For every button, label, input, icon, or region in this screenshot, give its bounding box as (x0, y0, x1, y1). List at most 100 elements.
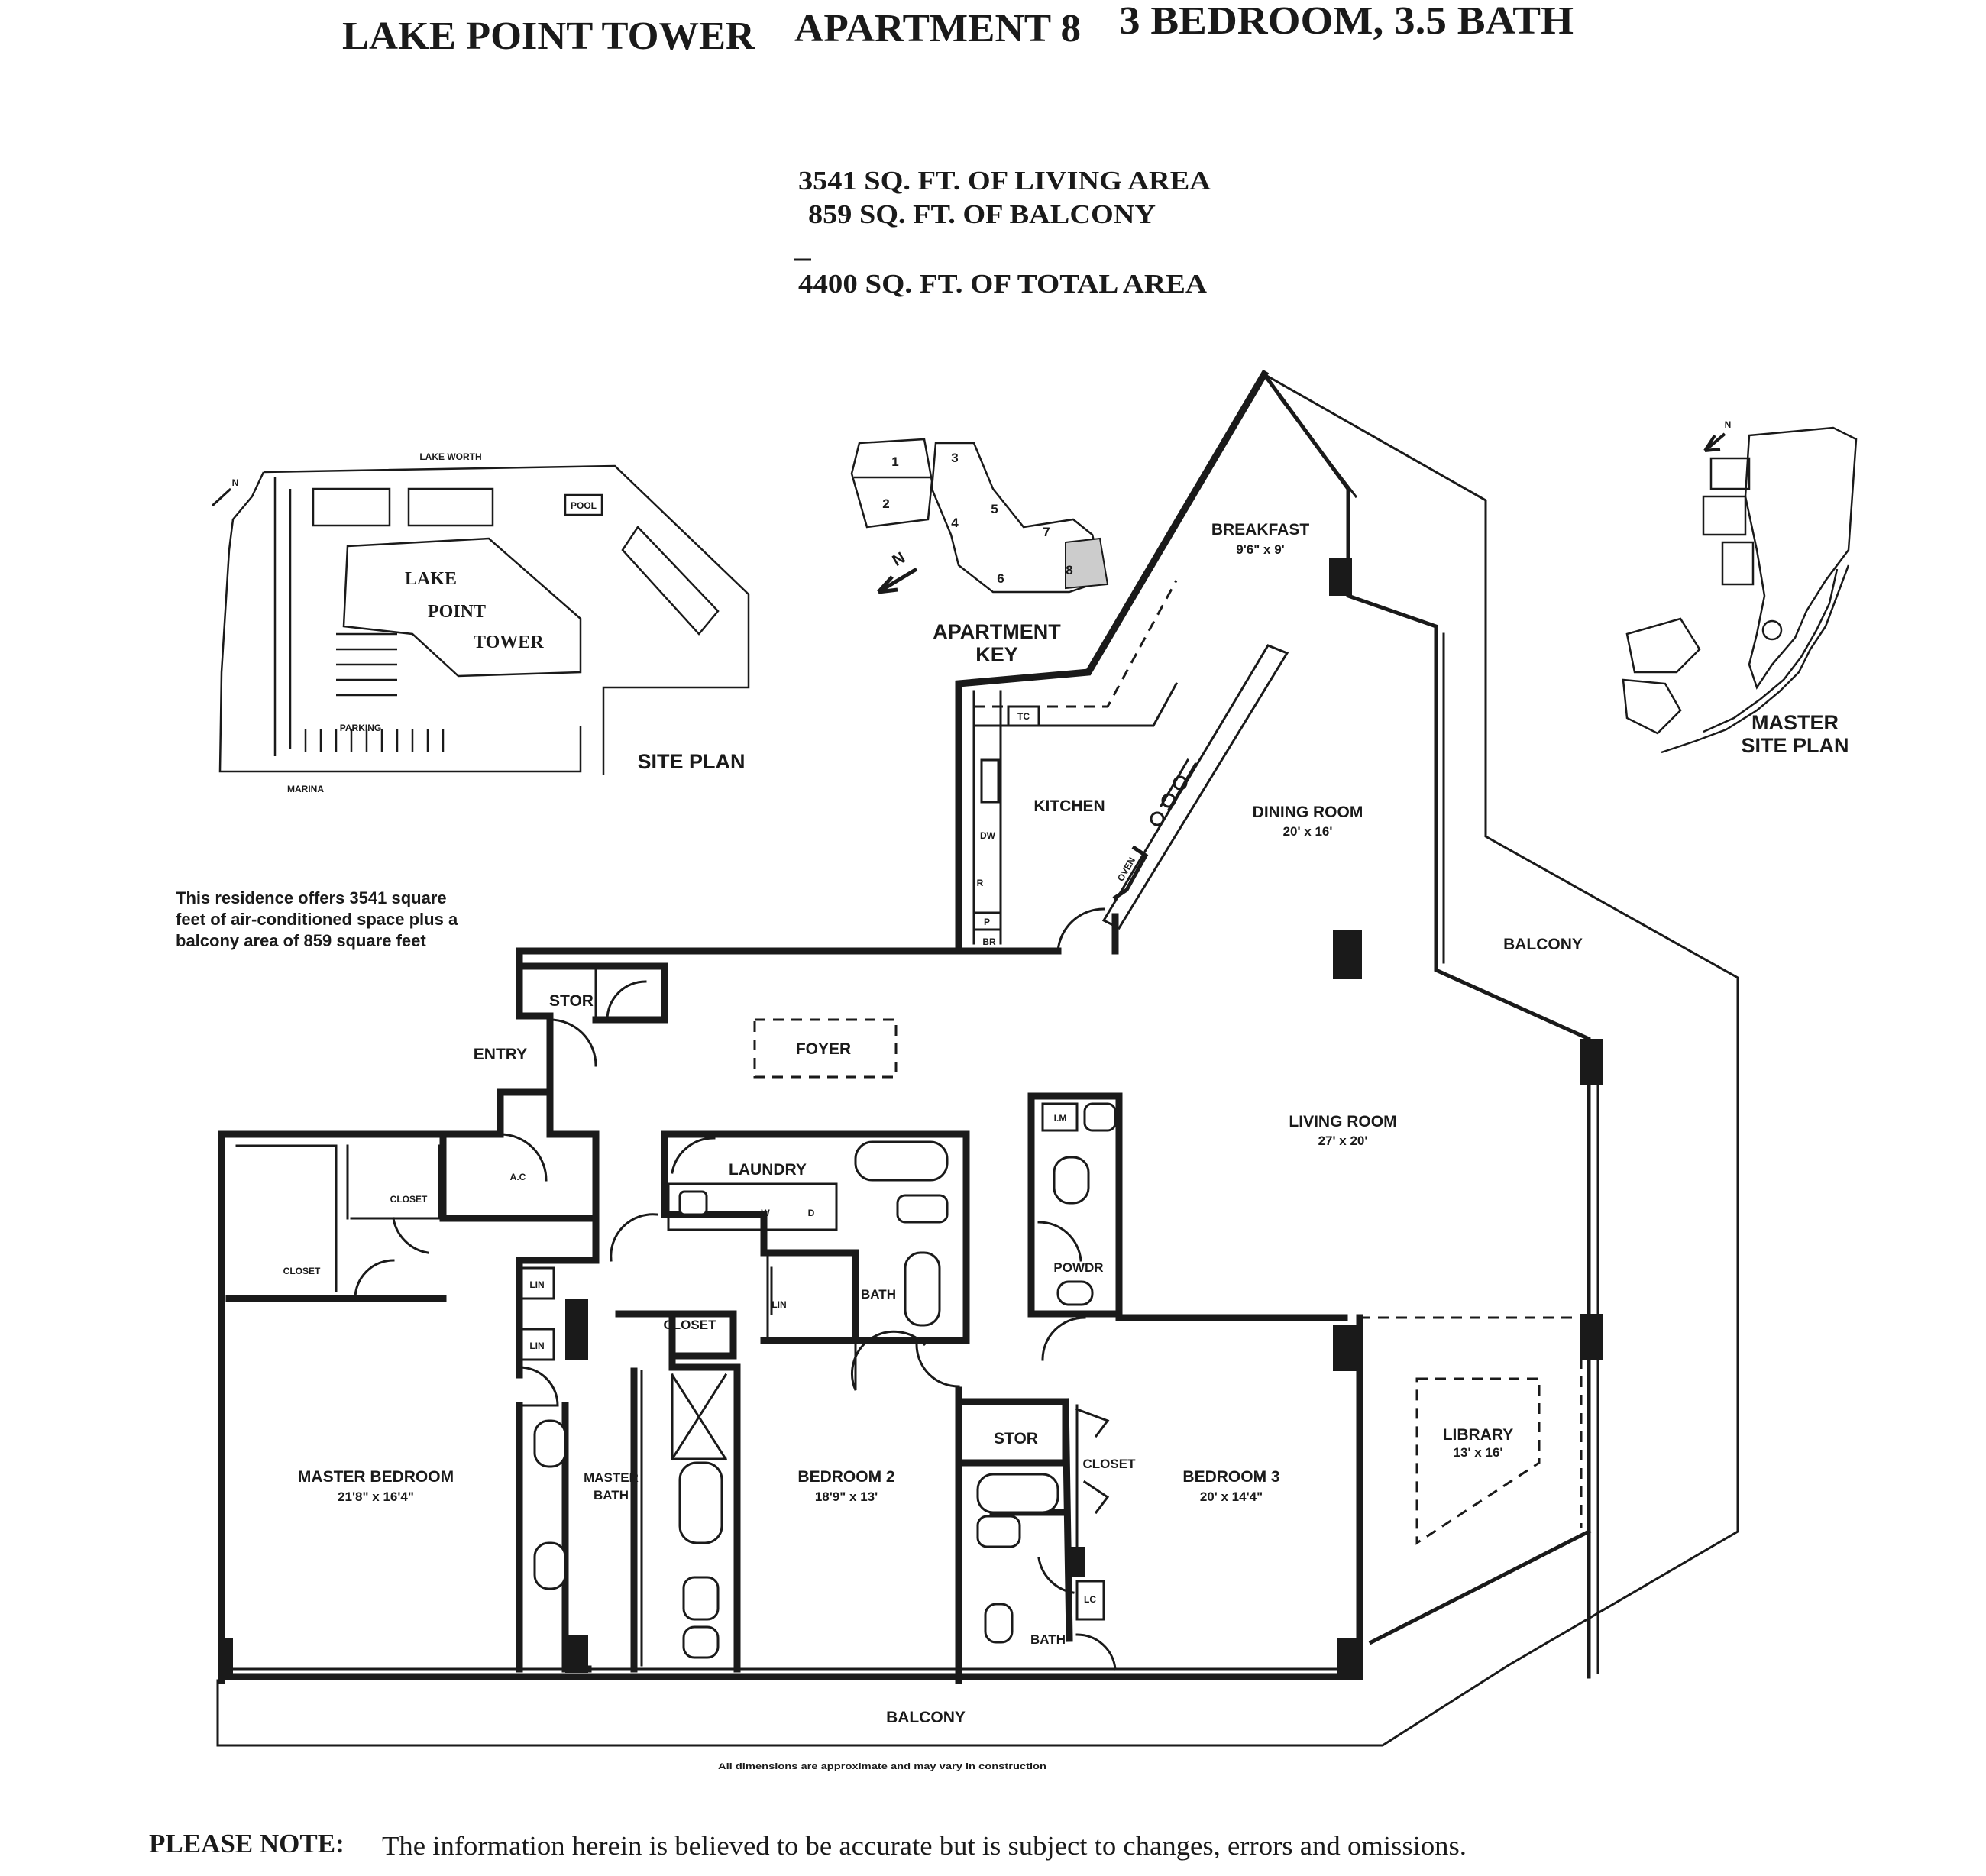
master-site-road (1703, 568, 1839, 733)
kitchen-label: KITCHEN (1033, 797, 1105, 815)
bedroom2-label: BEDROOM 2 (797, 1468, 894, 1486)
wall-library-diagonal (1368, 1528, 1592, 1645)
stor-door (594, 965, 647, 1021)
kitchen-tc-label: TC (1017, 711, 1030, 722)
master-site-bldg-1 (1709, 457, 1751, 490)
kitchen-tc (1007, 705, 1040, 727)
kitchen-door-swing (1056, 907, 1105, 953)
master-site-marina (1622, 678, 1682, 735)
mbath-bidet (682, 1625, 720, 1659)
kitchen-p-label: P (984, 917, 990, 927)
closet-shelves (235, 1144, 441, 1292)
wall-stor (516, 962, 668, 1024)
site-plan-marina-label: MARINA (287, 784, 324, 794)
kitchen-range (1159, 758, 1198, 812)
bath3-tub (976, 1473, 1059, 1514)
bath3-sink (984, 1603, 1014, 1644)
column-bed3-east (1337, 1638, 1360, 1677)
key-unit-5: 5 (991, 502, 998, 516)
wall-east-glazing-inner (1277, 395, 1599, 1674)
living-dims: 27' x 20' (1318, 1134, 1368, 1148)
stor-entry-label: STOR (549, 992, 594, 1010)
wall-powder (1027, 1092, 1123, 1318)
closet-2-label: CLOSET (283, 1266, 321, 1276)
site-plan-pool (564, 493, 603, 516)
bedroom2-dims: 18'9" x 13' (815, 1489, 878, 1504)
powder-im (1041, 1102, 1079, 1132)
hall-door-1 (610, 1213, 658, 1262)
key-north-arrow (877, 567, 918, 594)
master-bed-dims: 21'8" x 16'4" (338, 1489, 414, 1504)
laundry-d-label: D (808, 1208, 815, 1218)
area-living: 3541 SQ. FT. OF LIVING AREA (798, 166, 1211, 196)
column-east-2 (1580, 1314, 1603, 1360)
key-unit-3: 3 (951, 451, 958, 465)
wall-kitchen-south (516, 913, 1119, 955)
laundry-counter (667, 1182, 838, 1231)
entry-label: ENTRY (474, 1046, 527, 1063)
master-site-title-line-1: MASTER (1751, 711, 1839, 734)
master-site-north: N (1725, 419, 1732, 430)
master-site-title-line-2: SITE PLAN (1741, 734, 1849, 757)
key-unit-6: 6 (997, 571, 1004, 586)
key-unit-7: 7 (1043, 525, 1050, 539)
apartment-key-inset: 1 2 3 4 5 6 7 8 N APARTMENT KEY (850, 438, 1109, 666)
kitchen-pantry (972, 911, 1002, 931)
dimensions-disclaimer: All dimensions are approximate and may v… (718, 1762, 1046, 1771)
master-site-shoreline (1661, 564, 1850, 754)
column-south-1 (565, 1635, 588, 1673)
powder-im-label: I.M (1054, 1113, 1067, 1124)
blurb-line-3: balcony area of 859 square feet (176, 931, 426, 950)
master-site-tower (1625, 617, 1701, 674)
powder-door (1037, 1221, 1082, 1262)
mbath-sink-2 (533, 1541, 567, 1590)
bed3-closet-doors (1075, 1404, 1110, 1567)
lin-1-box (518, 1266, 555, 1300)
key-unit-4: 4 (951, 516, 959, 530)
closet-doors (354, 1217, 429, 1300)
master-site-plan-inset: N MASTER SITE PLAN (1622, 419, 1858, 757)
area-total: 4400 SQ. FT. OF TOTAL AREA (798, 269, 1208, 299)
balcony-south-label: BALCONY (886, 1709, 966, 1726)
site-plan-parking-label: PARKING (340, 723, 381, 733)
entry-door (548, 1018, 597, 1067)
key-unit-1-2-outline (850, 438, 933, 529)
mbath-toilet (682, 1576, 720, 1621)
site-plan-outline (218, 464, 750, 775)
mbath-tub (678, 1461, 723, 1544)
blurb-line-2: feet of air-conditioned space plus a (176, 910, 458, 929)
header-tower: LAKE POINT TOWER (342, 15, 755, 58)
bath3-doors (1037, 1557, 1117, 1671)
lin-3-label: LIN (771, 1299, 786, 1310)
site-plan-parking-rows (336, 632, 397, 697)
closet-4-label: CLOSET (1083, 1457, 1137, 1471)
bath3-toilet (976, 1515, 1021, 1548)
library-label: LIBRARY (1443, 1426, 1514, 1444)
lc-box (1075, 1580, 1105, 1621)
site-plan-pool-label: POOL (571, 500, 597, 511)
living-label: LIVING ROOM (1289, 1113, 1396, 1130)
breakfast-dims: 9'6" x 9' (1236, 542, 1284, 557)
range-burner-2 (1161, 793, 1176, 808)
ac-label: A.C (510, 1172, 526, 1182)
header-apartment: APARTMENT 8 (794, 7, 1081, 50)
wall-laundry (661, 1130, 970, 1344)
bath2-tub (854, 1140, 949, 1182)
bath2-label: BATH (861, 1287, 896, 1302)
bath2-door (915, 1343, 960, 1388)
master-site-outline (1744, 426, 1858, 690)
balcony-east-label: BALCONY (1503, 936, 1583, 953)
site-plan-lake-worth: LAKE WORTH (419, 451, 481, 462)
column-south-0 (218, 1638, 233, 1677)
kitchen-dw-label: DW (980, 830, 996, 841)
mbath-label-1: MASTER (584, 1470, 639, 1485)
bath2-sink (904, 1251, 941, 1327)
key-unit-2: 2 (882, 496, 889, 511)
site-plan-bldg-2 (407, 487, 494, 527)
footer-text: The information herein is believed to be… (382, 1831, 1467, 1861)
site-plan-north: N (232, 477, 239, 488)
mbath-label-2: BATH (594, 1488, 629, 1502)
master-site-bldg-2 (1702, 495, 1747, 536)
powder-cabinet (1083, 1102, 1117, 1132)
